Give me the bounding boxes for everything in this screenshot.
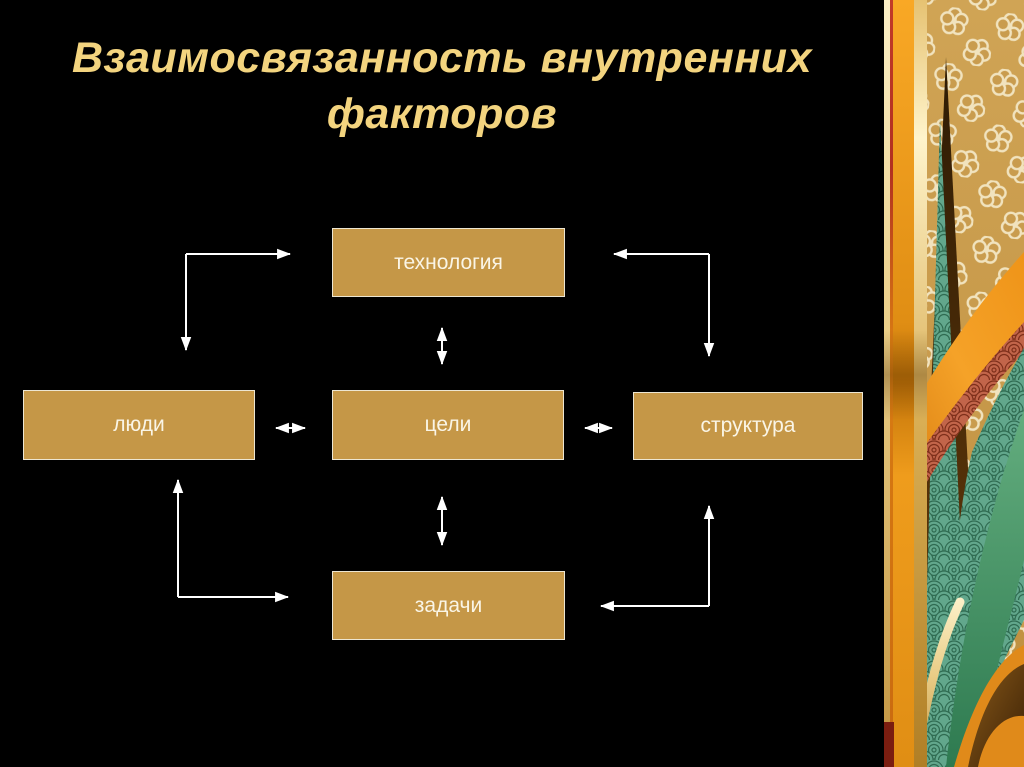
node-tasks: задачи <box>332 571 565 640</box>
node-structure: структура <box>633 392 863 460</box>
node-structure-label: структура <box>700 414 796 437</box>
ornament-red-scale-trim <box>908 322 1024 500</box>
ornament-green-swoosh <box>946 410 1024 767</box>
node-people-label: люди <box>113 413 165 436</box>
node-tasks-label: задачи <box>414 593 483 617</box>
ornament-border <box>884 0 1024 767</box>
ornament-fold-shadow <box>884 330 927 420</box>
ornament-bottom-brown <box>968 664 1024 767</box>
slide-title: Взаимосвязанность внутренних факторов <box>0 30 884 142</box>
node-goals-label: цели <box>424 413 472 436</box>
node-people: люди <box>23 390 255 460</box>
node-technology: технология <box>332 228 565 297</box>
ornament-maroon-corner <box>884 722 894 767</box>
slide-title-line1: Взаимосвязанность внутренних <box>72 34 812 82</box>
slide-title-line2: факторов <box>326 90 558 138</box>
node-goals: цели <box>332 390 564 460</box>
node-technology-label: технология <box>394 250 503 274</box>
ornament-orange-band <box>900 252 1024 486</box>
